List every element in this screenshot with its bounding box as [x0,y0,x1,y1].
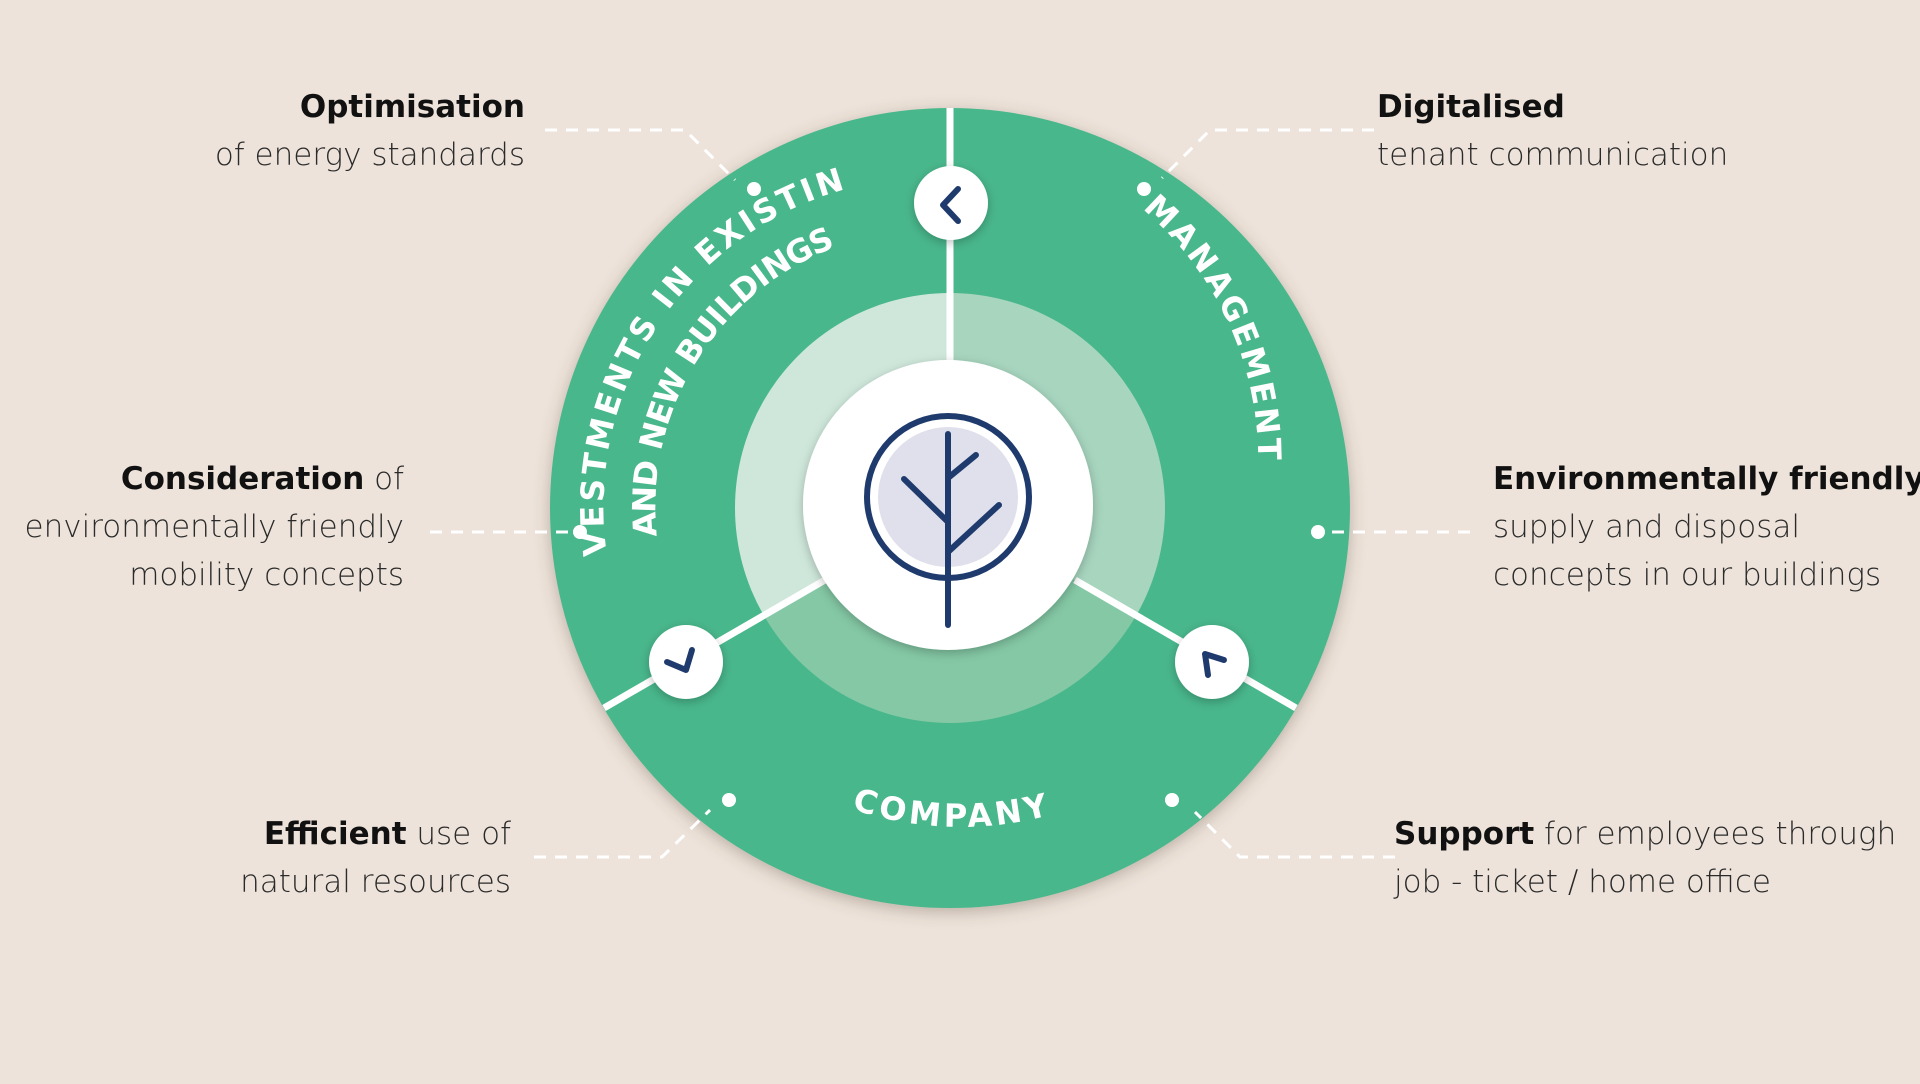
tree-icon [864,413,1032,628]
label-digitalised-line2: tenant communication [1377,137,1729,173]
chevron-icon [664,647,695,673]
leader-optimisation [545,128,737,182]
label-consideration-bold: Consideration [120,461,365,497]
dot-environmentally [1311,525,1325,539]
label-environmentally-line3: concepts in our buildings [1493,557,1882,593]
label-consideration-line3: mobility concepts [129,557,404,593]
chevron-icon [940,186,961,224]
label-support-rest1: for employees through [1534,816,1897,852]
dot-digitalised [1137,182,1151,196]
label-consideration: Consideration of environmentally friendl… [25,455,404,599]
label-optimisation: Optimisation of energy standards [215,83,525,179]
label-optimisation-bold: Optimisation [299,89,525,125]
label-efficient-line2: natural resources [240,864,511,900]
label-digitalised: Digitalised tenant communication [1377,83,1728,179]
connector-right [1175,625,1249,699]
leader-dots [573,182,1325,807]
label-support-bold: Support [1394,816,1535,852]
leader-digitalised [1160,128,1374,180]
connector-left [649,625,723,699]
chevron-icon [1202,651,1227,678]
label-support: Support for employees through job - tick… [1394,810,1896,906]
dot-support [1165,793,1179,807]
label-environmentally-bold: Environmentally friendly [1493,461,1920,497]
leader-lines [430,128,1470,859]
label-efficient: Efficient use of natural resources [240,810,511,906]
label-environmentally-line2: supply and disposal [1493,509,1800,545]
label-efficient-bold: Efficient [263,816,407,852]
leader-support [1193,810,1395,859]
connector-top [914,166,988,240]
label-environmentally: Environmentally friendly supply and disp… [1493,455,1920,599]
dot-optimisation [747,182,761,196]
dot-consideration [573,525,587,539]
label-optimisation-line2: of energy standards [214,137,525,173]
dot-efficient [722,793,736,807]
leader-efficient [534,808,712,859]
label-consideration-line2: environmentally friendly [24,509,404,545]
label-efficient-rest1: use of [406,816,511,852]
label-digitalised-bold: Digitalised [1377,89,1565,125]
label-support-line2: job - ticket / home office [1394,864,1771,900]
label-consideration-rest1: of [364,461,404,497]
